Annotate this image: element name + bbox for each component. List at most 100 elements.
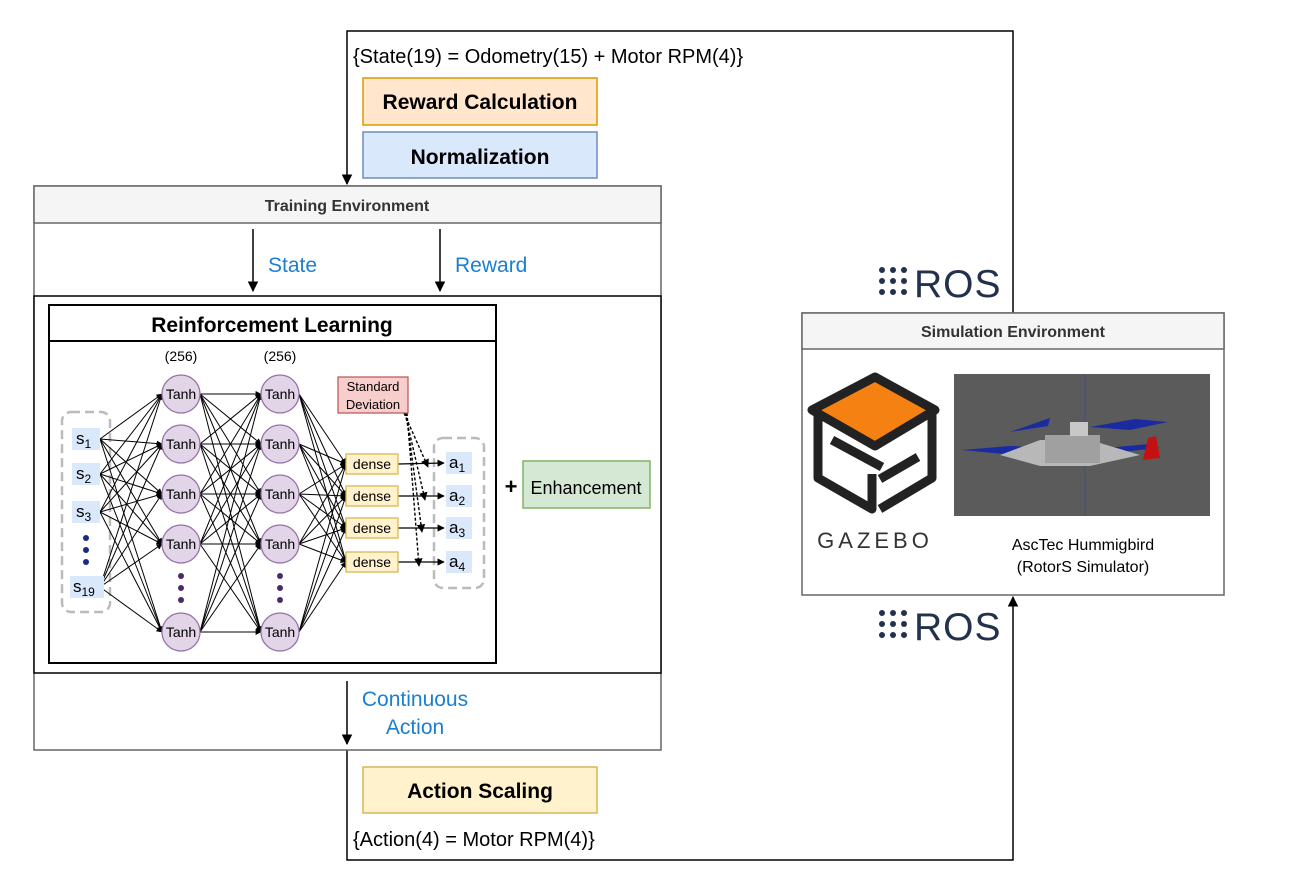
gazebo-logo-icon [807,372,940,514]
svg-text:s3: s3 [76,502,92,524]
drone-label-line1: AscTec Hummigbird [1012,537,1154,554]
output-node: a4 [446,551,472,574]
plus-sign: + [505,474,518,499]
edge [99,393,163,440]
ros-logo-bottom: ROS [879,606,1002,649]
edge [298,526,347,545]
edge [199,443,263,633]
edge [99,511,163,545]
tanh-label: Tanh [166,624,196,640]
output-sub: 2 [458,494,465,508]
normalization-label: Normalization [411,146,550,169]
input-base: s [76,429,85,448]
edge [199,393,262,545]
edge [298,493,347,563]
action-formula: {Action(4) = Motor RPM(4)} [353,829,595,851]
tanh-label: Tanh [265,436,295,452]
output-sub: 1 [458,461,465,475]
edge [298,493,347,529]
edge [99,393,163,475]
ros-logo-top: ROS [879,263,1002,306]
ros-text: ROS [914,606,1002,649]
svg-text:s2: s2 [76,464,92,486]
edge [99,443,163,513]
action-flow-line [346,595,1019,861]
tanh-node: Tanh [260,612,300,652]
tanh-node: Tanh [260,424,300,464]
output-node: a3 [446,517,472,540]
input-sub: 1 [85,437,92,451]
state-flow-line [341,30,1014,313]
edge [99,473,163,496]
output-node: a2 [446,485,472,508]
training-environment-header [33,185,662,224]
edge [99,586,163,633]
dense-node: dense [345,517,399,539]
ros-dots-icon [879,610,907,638]
drone-render-image [954,374,1210,516]
edge [99,443,163,475]
dense-label: dense [353,520,391,536]
edge [298,443,347,465]
edge [99,473,163,545]
edge [298,495,347,545]
reinforcement-learning-box: Reinforcement Learning (256) (256) s1 s2… [48,304,497,664]
ros-dots-icon [879,267,907,295]
std-deviation-connections [403,412,429,567]
tanh-node: Tanh [161,612,201,652]
reward-calculation-label: Reward Calculation [383,91,578,114]
edge [298,393,348,563]
dense-layer: dense dense dense dense [345,453,399,573]
dense-label: dense [353,488,391,504]
dense-node: dense [345,485,399,507]
edge [199,393,262,445]
dense-label: dense [353,554,391,570]
std-edge [405,412,426,533]
svg-text:a1: a1 [449,453,465,475]
input-node: s2 [72,463,100,486]
tanh-label: Tanh [265,386,295,402]
std-line2: Deviation [346,397,400,412]
input-base: s [73,577,82,596]
edge [199,493,262,633]
edge [99,511,163,633]
network-connections [99,391,445,635]
input-base: s [76,502,85,521]
std-line1: Standard [347,379,400,394]
output-sub: 4 [458,560,465,574]
input-group [60,410,112,614]
svg-text:a3: a3 [449,518,465,540]
tanh-label: Tanh [265,536,295,552]
edge [199,393,263,633]
svg-text:s19: s19 [73,577,95,599]
hidden-ellipsis [178,573,283,603]
edge [298,393,347,497]
simulation-environment-title: Simulation Environment [921,324,1106,341]
edge [99,543,163,588]
tanh-node: Tanh [161,374,201,414]
edge [298,495,348,633]
layer2-size: (256) [264,348,297,364]
layer1-size: (256) [165,348,198,364]
input-node: s19 [70,576,104,599]
edge [99,393,163,513]
ros-text: ROS [914,263,1002,306]
rl-title: Reinforcement Learning [151,314,393,337]
output-base: a [449,552,459,571]
tanh-label: Tanh [166,386,196,402]
input-node: s1 [72,428,100,451]
drone-label-line2: (RotorS Simulator) [1017,559,1149,576]
dense-node: dense [345,453,399,475]
input-ellipsis [83,535,89,565]
output-base: a [449,453,459,472]
tanh-node: Tanh [260,374,300,414]
tanh-label: Tanh [265,486,295,502]
edge [199,493,262,545]
dense-node: dense [345,551,399,573]
tanh-node: Tanh [161,424,201,464]
gazebo-label: GAZEBO [817,528,933,553]
loop-connectors [341,30,1019,861]
output-base: a [449,518,459,537]
edge [298,463,348,633]
